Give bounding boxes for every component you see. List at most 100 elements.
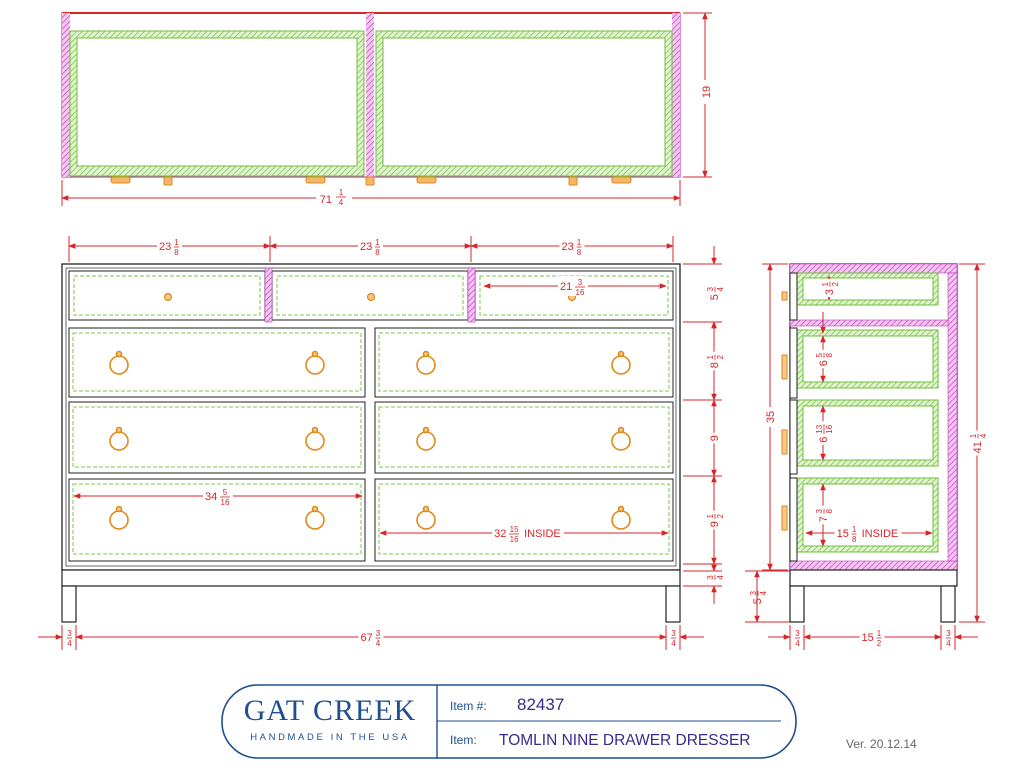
front-height-dims: [683, 246, 722, 604]
top-drawer-width-label-den: 8: [174, 248, 179, 257]
top-depth-dimension: 19: [683, 12, 713, 178]
top-drawer-inside-label-num: 3: [578, 278, 583, 287]
ring-pull-icons: [109, 350, 631, 530]
base-height-label-num: 3: [749, 590, 758, 595]
top-drawer-width-label-whole: 23: [159, 241, 171, 253]
large-drawer-inside-label-whole: 32: [494, 528, 506, 540]
front-height-label-whole: 5: [709, 294, 721, 300]
item-name-label: Item:: [450, 733, 477, 747]
side-bottom-depth-label-den: 2: [877, 639, 882, 648]
front-height-label-num: 1: [706, 513, 715, 518]
top-width-label: 71: [320, 194, 332, 206]
side-leg-offset-left-label: 34: [791, 627, 803, 648]
front-height-label-num: 3: [706, 286, 715, 291]
large-drawer-left-1: [68, 327, 366, 398]
side-drawer-height-label-whole: 6: [818, 437, 830, 443]
front-leg-offset-right-label-num: 3: [671, 629, 676, 638]
ring-pull-icon: [305, 505, 325, 530]
top-depth-label: 19: [701, 86, 713, 98]
side-drawer-height-label-whole: 3: [824, 289, 836, 295]
large-drawer-right-1: [374, 327, 674, 398]
side-leg-right: [940, 585, 956, 623]
top-drawer-width-label-den: 8: [375, 248, 380, 257]
item-name-value: TOMLIN NINE DRAWER DRESSER: [499, 732, 750, 749]
front-leg-offset-left-label-den: 4: [67, 639, 72, 648]
large-drawer-right-3: [374, 478, 674, 562]
side-overall-height-label-num: 1: [969, 433, 978, 438]
top-width-frac-num: 1: [339, 188, 344, 197]
side-drawer-fronts: [789, 272, 798, 562]
side-drawer-height-label-whole: 7: [818, 516, 830, 522]
item-number-value: 82437: [517, 695, 564, 714]
knob-icon: [163, 292, 173, 302]
top-drawer-width-label-whole: 23: [360, 241, 372, 253]
top-drawer-box-left: [69, 30, 365, 177]
side-leg-offset-right-label: 34: [942, 627, 954, 648]
large-drawer-left-2: [68, 401, 366, 474]
side-drawer-height-label-num: 13: [815, 424, 824, 433]
item-number-label: Item #:: [450, 699, 487, 713]
ring-pull-icon: [109, 426, 129, 451]
side-depth-inside-label-den: 8: [852, 535, 857, 544]
side-leg-offset-left-label-den: 4: [795, 639, 800, 648]
side-drawer-height-label-num: 5: [815, 352, 824, 357]
front-leg-offset-left-label: 34: [63, 627, 75, 648]
large-drawer-width-label-num: 5: [223, 488, 228, 497]
large-drawer-inside-label-num: 15: [510, 525, 519, 534]
side-drawer-height-label-num: 1: [821, 281, 830, 286]
top-width-dimension: 71 1 4: [61, 180, 681, 207]
large-drawer-right-2: [374, 401, 674, 474]
top-side-panel-left: [62, 13, 70, 177]
large-drawer-inside-label-suffix: INSIDE: [524, 528, 561, 540]
side-depth-inside-label-num: 1: [852, 525, 857, 534]
side-bottom-depth-label-whole: 15: [862, 632, 874, 644]
front-base: [61, 569, 681, 623]
front-height-label-whole: 9: [709, 521, 721, 527]
top-side-panel-right: [672, 13, 680, 177]
ring-pull-icon: [416, 350, 436, 375]
front-height-label-whole: 8: [709, 362, 721, 368]
front-height-label-den: 2: [716, 513, 725, 518]
side-overall-height-label-den: 4: [979, 433, 988, 438]
side-carcass-height-label: 35: [762, 407, 778, 427]
side-leg-left: [789, 585, 805, 623]
front-leg-offset-right-label-den: 4: [671, 639, 676, 648]
side-depth-inside-label-suffix: INSIDE: [862, 528, 899, 540]
side-drawer-height-label-den: 16: [825, 424, 834, 433]
front-height-label: 9: [704, 432, 724, 444]
version-label: Ver. 20.12.14: [846, 737, 917, 751]
side-drawer-height-label-num: 3: [815, 508, 824, 513]
side-hardware: [781, 291, 788, 531]
side-base: [789, 569, 958, 623]
ring-pull-icon: [109, 350, 129, 375]
ring-pull-icon: [611, 426, 631, 451]
large-drawer-inside-label-den: 16: [510, 535, 519, 544]
ring-pull-icon: [305, 426, 325, 451]
front-height-label-num: 1: [706, 354, 715, 359]
side-depth-inside-label-whole: 15: [837, 528, 849, 540]
top-hardware: [110, 176, 632, 186]
top-drawer-width-label-whole: 23: [562, 241, 574, 253]
top-drawer-width-label-den: 8: [577, 248, 582, 257]
side-leg-offset-right-label-num: 3: [946, 629, 951, 638]
base-height-label-den: 4: [759, 590, 768, 595]
large-drawer-width-label-den: 16: [221, 498, 230, 507]
top-drawer-width-label-num: 1: [174, 238, 179, 247]
top-drawer-inside-label-whole: 21: [560, 281, 572, 293]
